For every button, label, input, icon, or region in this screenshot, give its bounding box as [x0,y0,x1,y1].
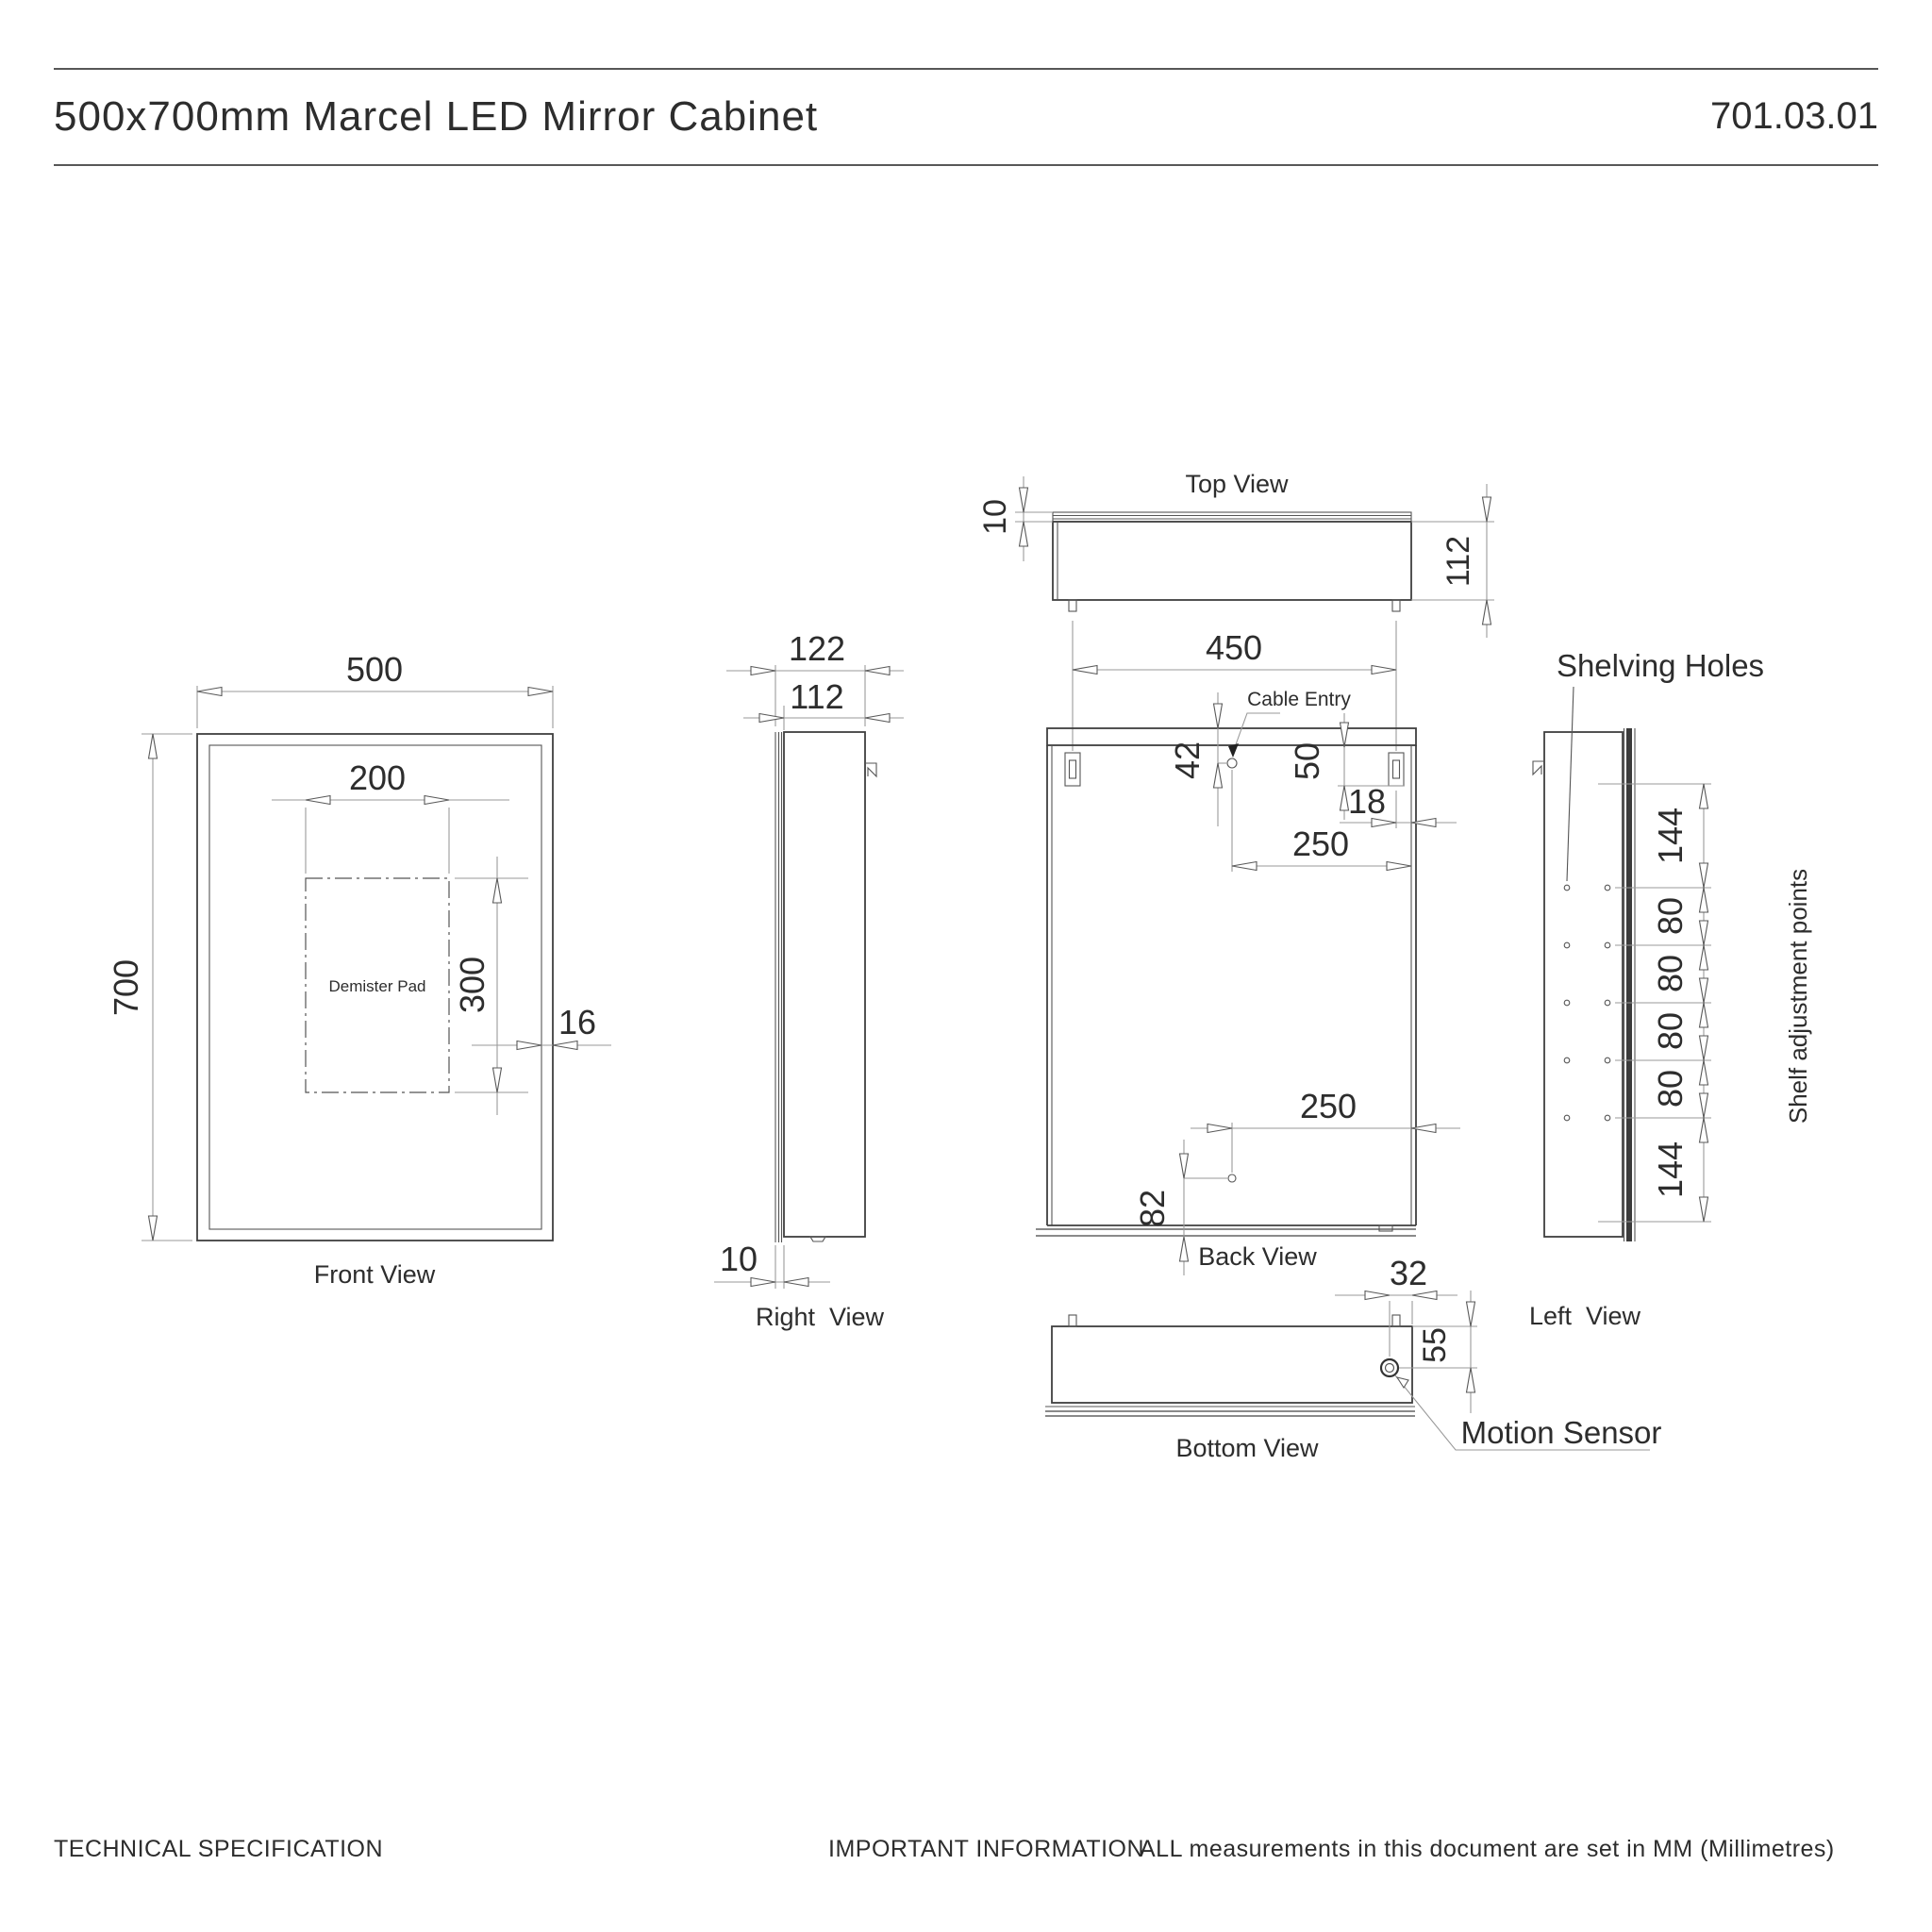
dim-right-total-depth: 122 [789,629,845,668]
top-body [1052,521,1412,601]
dim-front-width: 500 [346,650,403,689]
header: 500x700mm Marcel LED Mirror Cabinet 701.… [54,68,1878,166]
wall-bracket-hook-left [1532,760,1544,776]
dim-pad-height: 300 [453,957,491,1013]
footer-info-text: ALL measurements in this document are se… [1140,1836,1835,1862]
dim-cable-from-top: 42 [1168,741,1207,779]
footer: TECHNICAL SPECIFICATION IMPORTANT INFORM… [54,1836,1835,1862]
back-view-label: Back View [1198,1242,1317,1271]
back-bracket-left [1064,752,1081,787]
sensor-notch [809,1236,826,1242]
back-top-panel [1046,727,1417,746]
cable-entry-hole-lower [1227,1174,1237,1183]
front-outer-frame [196,733,554,1241]
top-door-strip [1052,511,1412,523]
top-view-label: Top View [1185,470,1289,498]
dim-top-body-depth: 112 [1441,536,1476,587]
dim-bracket-span: 450 [1206,628,1262,667]
dim-bracket-from-top: 50 [1288,742,1326,780]
shelving-holes-label: Shelving Holes [1557,648,1764,683]
motion-sensor-label: Motion Sensor [1461,1415,1662,1450]
document-number: 701.03.01 [1710,95,1878,137]
back-bracket-right [1388,752,1405,787]
dim-shelf-top: 144 [1651,808,1690,864]
front-view: Demister Pad 500 700 200 300 16 [107,650,611,1289]
page-title: 500x700mm Marcel LED Mirror Cabinet [54,93,818,140]
sensor-leader-arrow [1395,1376,1409,1390]
wall-bracket-hook [865,762,877,778]
dim-cable2-from-bottom: 82 [1133,1190,1172,1227]
dim-shelf-gap4: 80 [1651,1070,1690,1108]
bottom-view-label: Bottom View [1175,1434,1319,1462]
demister-pad-label: Demister Pad [329,977,426,995]
shelving-holes-leader [1566,686,1574,882]
cable-entry-label: Cable Entry [1247,689,1351,710]
dim-top-door: 10 [977,499,1013,535]
dim-cable2-from-right: 250 [1300,1087,1357,1125]
shelf-adjustment-note: Shelf adjustment points [1784,869,1812,1124]
cable-entry-hole [1226,758,1238,769]
right-view-label: Right View [756,1303,885,1331]
dim-sensor-from-right: 32 [1390,1254,1427,1292]
bottom-bracket-right [1391,1314,1401,1327]
shelving-holes [1563,884,1611,1122]
dim-pad-width: 200 [349,758,406,797]
dim-right-door: 10 [720,1240,758,1278]
bottom-bracket-left [1068,1314,1077,1327]
top-bracket-right [1391,599,1401,612]
left-mirror-door [1626,728,1632,1241]
dim-shelf-bottom: 144 [1651,1141,1690,1198]
dim-bracket-inset: 18 [1348,782,1386,821]
left-view-label: Left View [1529,1302,1641,1330]
dim-frame-thickness: 16 [558,1003,596,1041]
front-mirror-edge [208,744,542,1230]
demister-pad-outline [305,877,450,1093]
footer-info-label: IMPORTANT INFORMATION [828,1836,1144,1862]
right-body [783,731,866,1238]
dim-right-body-depth: 112 [790,677,843,716]
cable-leader-arrow [1228,743,1239,758]
dim-sensor-from-back: 55 [1417,1327,1453,1363]
front-view-label: Front View [314,1260,436,1289]
dim-front-height: 700 [107,959,145,1016]
dim-shelf-gap2: 80 [1651,955,1690,992]
left-view: 144 80 80 80 80 144 Shelving Holes Shelf… [1529,648,1812,1330]
bottom-body [1051,1325,1413,1404]
footer-left: TECHNICAL SPECIFICATION [54,1836,383,1862]
back-sensor-mark [1378,1224,1393,1232]
top-bracket-left [1068,599,1077,612]
dim-shelf-gap1: 80 [1651,897,1690,935]
dim-cable-from-right: 250 [1292,824,1349,863]
back-view: Cable Entry 42 50 18 250 250 [1036,689,1460,1275]
left-body [1543,731,1624,1238]
top-view: Top View 10 112 450 [977,470,1494,751]
right-view: 122 112 10 Right View [714,629,904,1331]
dim-shelf-gap3: 80 [1651,1012,1690,1050]
bottom-view: 32 55 Motion Sensor Bottom View [1045,1254,1661,1462]
